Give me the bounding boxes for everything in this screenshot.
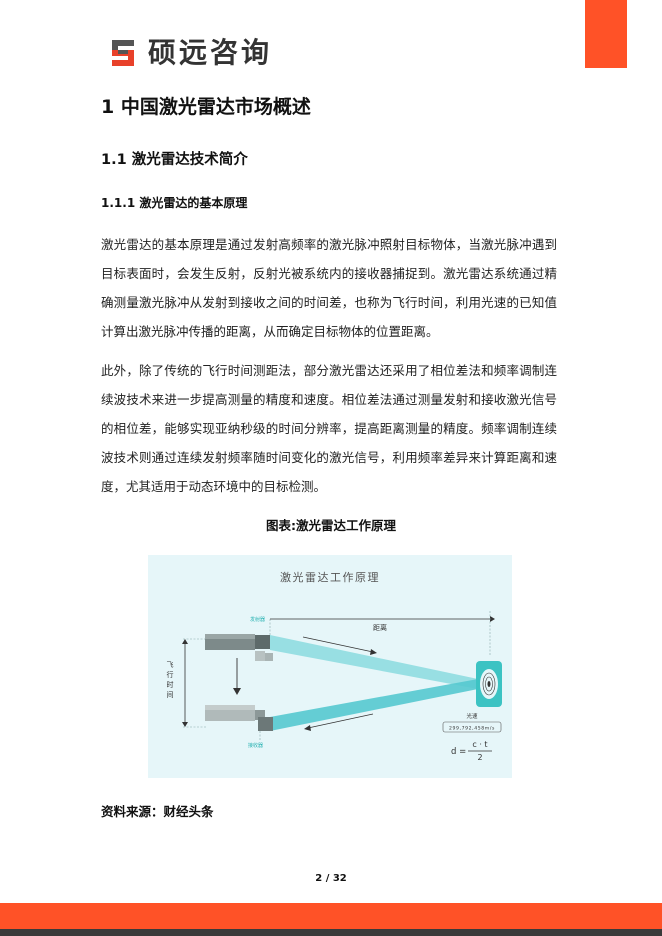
heading-level-1: 1 中国激光雷达市场概述	[101, 96, 311, 118]
light-speed-box	[442, 721, 502, 733]
lidar-principle-figure: 激光雷达工作原理 发射器 距离 飞行时间 接收器	[148, 555, 512, 778]
paragraph-additional-methods: 此外，除了传统的飞行时间测距法，部分激光雷达还采用了相位差法和频率调制连续波技术…	[101, 363, 557, 494]
formula-lhs: d =	[451, 747, 466, 757]
heading-level-3: 1.1.1 激光雷达的基本原理	[101, 196, 248, 210]
footer-orange-band	[0, 903, 662, 929]
receiver-label: 接收器	[248, 742, 263, 749]
time-of-flight-label: 飞行时间	[166, 661, 174, 701]
shuoyuan-s-logo-icon	[112, 40, 134, 66]
source-note: 资料来源：财经头条	[101, 804, 214, 819]
formula-numerator: c · t	[472, 740, 487, 749]
target-object-icon	[476, 661, 502, 707]
outgoing-direction-arrow	[302, 636, 374, 653]
formula-denominator: 2	[477, 753, 482, 762]
footer-dark-band	[0, 929, 662, 936]
light-speed-value: 299,792,458m/s	[449, 726, 495, 732]
distance-arrow-head	[490, 616, 495, 622]
company-logo: 硕远咨询	[108, 36, 272, 70]
figure-caption: 图表:激光雷达工作原理	[266, 518, 396, 533]
page-number: 2 / 32	[315, 873, 347, 884]
corner-accent-tab	[585, 0, 627, 68]
paragraph-basic-principle: 激光雷达的基本原理是通过发射高频率的激光脉冲照射目标物体，当激光脉冲遇到目标表面…	[101, 237, 557, 339]
distance-label: 距离	[373, 623, 387, 632]
logo-text: 硕远咨询	[148, 36, 273, 69]
light-speed-label: 光速	[466, 712, 478, 720]
return-direction-arrow	[307, 713, 374, 729]
figure-title: 激光雷达工作原理	[280, 570, 380, 584]
return-beam	[270, 679, 478, 731]
outgoing-beam	[270, 635, 478, 689]
emitter-label: 发射器	[250, 616, 265, 623]
heading-level-2: 1.1 激光雷达技术简介	[101, 152, 248, 168]
